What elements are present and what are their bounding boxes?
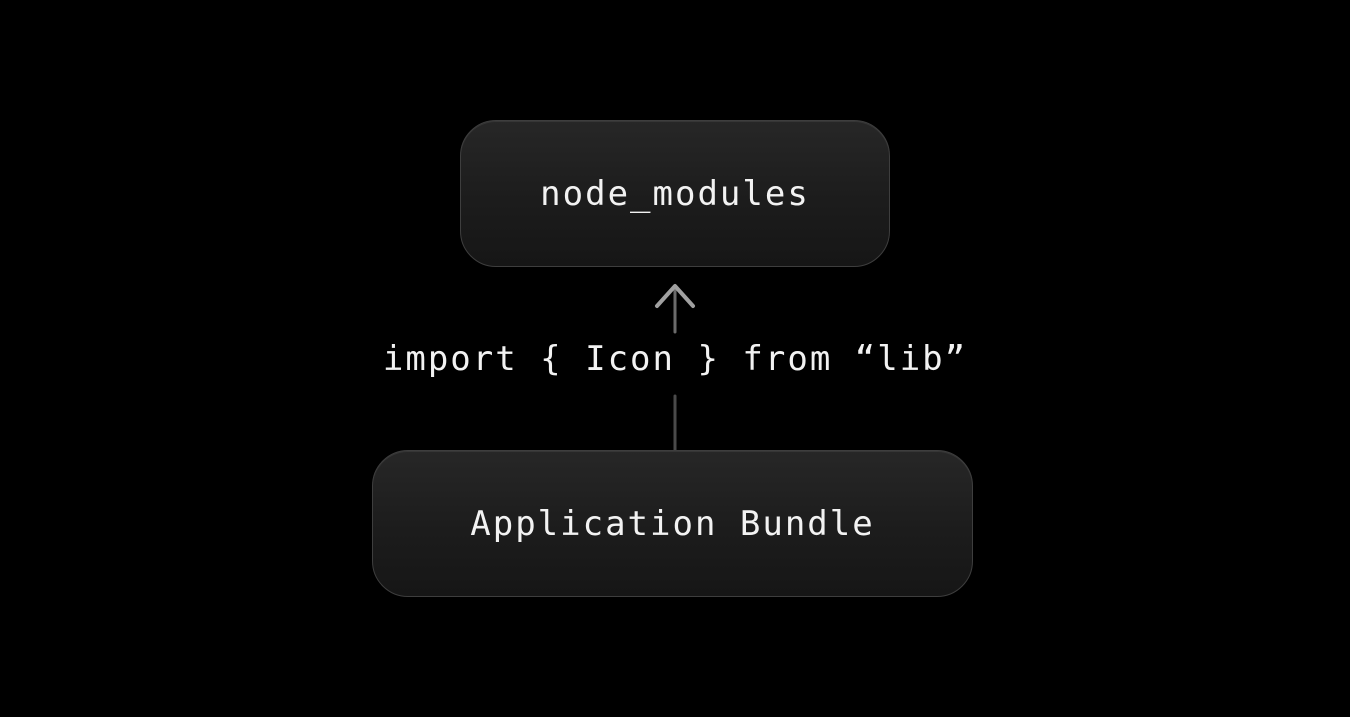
node-modules-label: node_modules: [540, 173, 810, 214]
application-bundle-label: Application Bundle: [470, 503, 875, 544]
node-modules-box: node_modules: [460, 120, 890, 267]
import-statement-label: import { Icon } from “lib”: [382, 339, 968, 379]
application-bundle-box: Application Bundle: [372, 450, 973, 597]
arrow-head-up-icon: [655, 284, 695, 308]
